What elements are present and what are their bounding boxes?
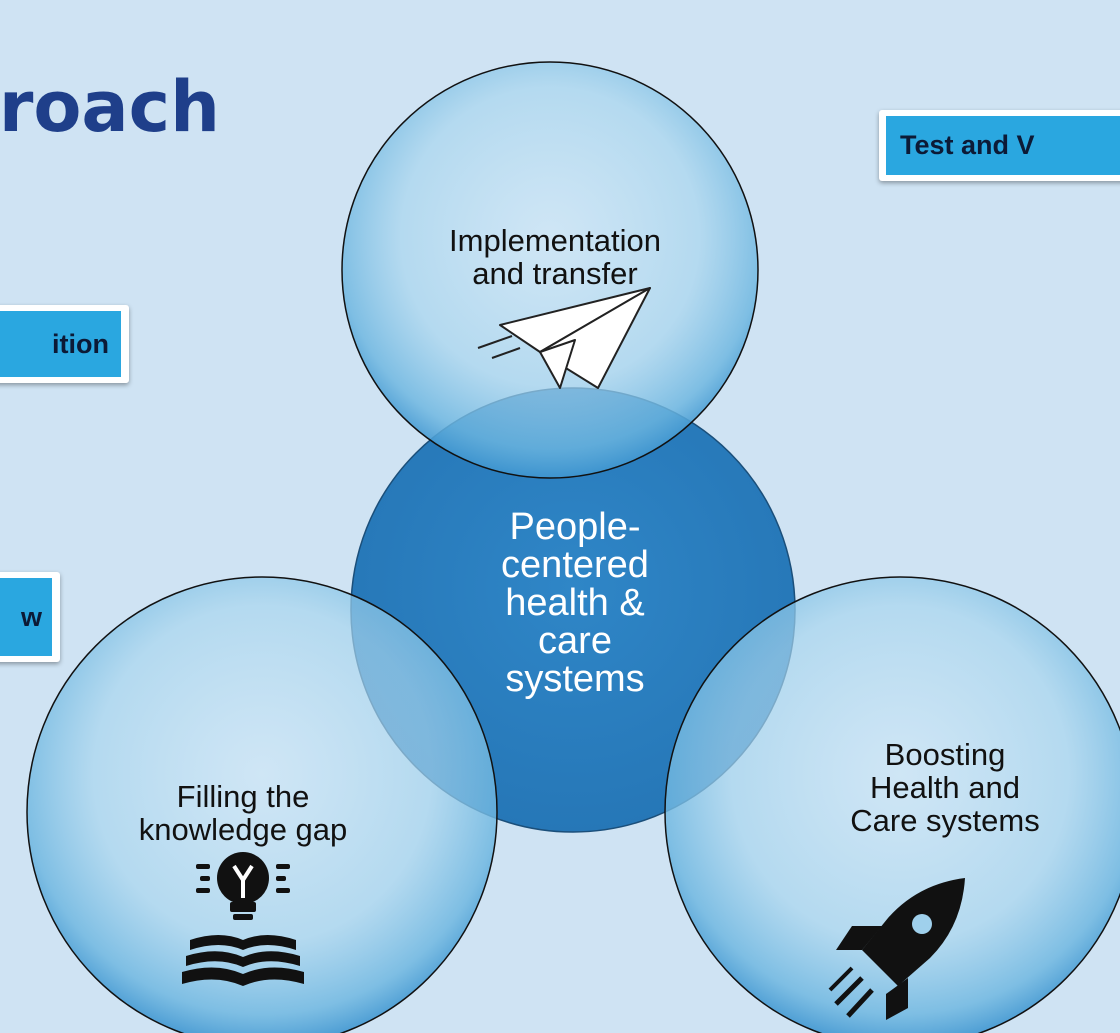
lightbulb-book-icon xyxy=(182,852,304,986)
rocket-icon xyxy=(828,878,965,1020)
top-circle xyxy=(341,61,759,479)
step-tag-left-bottom: w xyxy=(0,572,60,662)
left-circle-label: Filling the knowledge gap xyxy=(138,779,348,847)
step-tag-label: w xyxy=(0,578,52,656)
center-circle-label: People- centered health & care systems xyxy=(501,506,649,700)
page-title: roach xyxy=(0,66,220,148)
left-circle xyxy=(26,576,498,1033)
paper-plane-icon xyxy=(477,287,651,389)
step-tag-label: ition xyxy=(0,311,121,377)
step-tag-left-top: ition xyxy=(0,305,129,383)
right-circle xyxy=(664,576,1120,1033)
step-tag-right: Test and V xyxy=(879,110,1120,181)
right-circle-label: Boosting Health and Care systems xyxy=(850,737,1040,838)
top-circle-label: Implementation and transfer xyxy=(449,223,661,291)
step-tag-label: Test and V xyxy=(886,116,1120,175)
